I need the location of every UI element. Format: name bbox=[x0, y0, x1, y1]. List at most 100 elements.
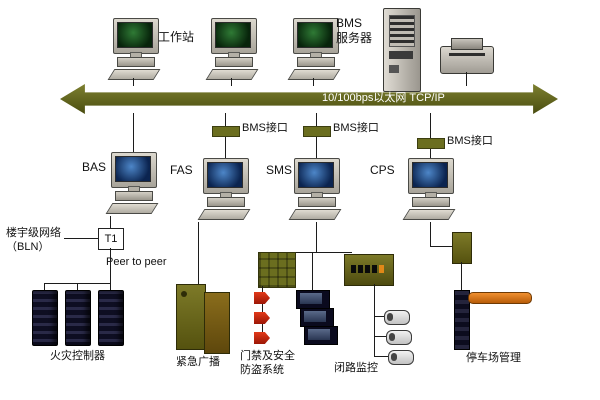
computer-base bbox=[115, 191, 153, 201]
printer-tray bbox=[451, 38, 483, 50]
knob bbox=[181, 291, 187, 297]
fire-controller-label: 火灾控制器 bbox=[50, 350, 105, 362]
monitor-icon bbox=[203, 158, 249, 194]
cctv-monitor-icon bbox=[296, 290, 330, 309]
cps-computer-icon bbox=[400, 158, 460, 222]
bln-network-label: 楼宇级网络 （BLN） bbox=[6, 227, 61, 253]
bms-interface-box bbox=[417, 138, 445, 149]
camera-lens bbox=[391, 353, 397, 361]
fas-label: FAS bbox=[170, 163, 193, 177]
monitor-icon bbox=[111, 152, 157, 188]
ethernet-bus-label: 10/100bps以太网 TCP/IP bbox=[322, 92, 445, 104]
monitor-icon bbox=[294, 158, 340, 194]
computer-base bbox=[207, 197, 245, 207]
connector-line bbox=[430, 246, 452, 247]
bms-interface-label: BMS接口 bbox=[447, 135, 493, 147]
bms-server-tower-icon bbox=[383, 8, 421, 92]
cps-label: CPS bbox=[370, 163, 395, 177]
screen bbox=[207, 162, 243, 188]
screen bbox=[308, 329, 330, 340]
connector-line bbox=[374, 316, 384, 317]
keyboard-icon bbox=[288, 209, 342, 220]
screen bbox=[300, 293, 322, 304]
screen bbox=[298, 162, 334, 188]
bms-interface-label: BMS接口 bbox=[333, 122, 379, 134]
connector-line bbox=[374, 336, 386, 337]
keyboard-icon bbox=[107, 69, 161, 80]
cctv-monitor-icon bbox=[304, 326, 338, 345]
bms-server-label: BMS 服务器 bbox=[336, 16, 373, 45]
parking-label: 停车场管理 bbox=[466, 352, 521, 364]
connector-line bbox=[231, 78, 232, 86]
connector-line bbox=[64, 238, 98, 239]
alarm-sensor-icon bbox=[254, 312, 270, 324]
fire-controller-cabinet-icon bbox=[32, 290, 58, 346]
connector-line bbox=[133, 113, 134, 153]
parking-gate-arm-icon bbox=[468, 292, 532, 304]
emergency-broadcast-label: 紧急广播 bbox=[176, 356, 220, 368]
connector-line bbox=[312, 252, 313, 290]
emergency-broadcast-unit-icon bbox=[204, 292, 230, 354]
parking-controller-icon bbox=[452, 232, 472, 264]
workstation-label: 工作站 bbox=[158, 30, 195, 44]
screen bbox=[412, 162, 448, 188]
connector-line bbox=[110, 283, 111, 290]
computer-base bbox=[215, 57, 253, 67]
video-switcher-icon bbox=[344, 254, 394, 286]
server-indicator bbox=[389, 65, 399, 73]
bas-computer-icon bbox=[103, 152, 163, 216]
sms-label: SMS bbox=[266, 163, 293, 177]
monitor-icon bbox=[113, 18, 159, 54]
cctv-monitor-icon bbox=[300, 308, 334, 327]
port bbox=[365, 265, 370, 273]
camera-icon bbox=[384, 310, 410, 325]
monitor-icon bbox=[211, 18, 257, 54]
monitor-icon bbox=[408, 158, 454, 194]
port bbox=[372, 265, 377, 273]
keyboard-icon bbox=[105, 203, 159, 214]
connector-line bbox=[110, 248, 111, 283]
workstation-computer-icon bbox=[285, 18, 345, 82]
screen bbox=[117, 22, 153, 48]
server-drive-slots bbox=[389, 15, 415, 47]
connector-line bbox=[430, 222, 431, 246]
bms-interface-box bbox=[303, 126, 331, 137]
fire-controller-cabinet-icon bbox=[65, 290, 91, 346]
parking-gate-post-icon bbox=[454, 290, 470, 350]
sms-computer-icon bbox=[286, 158, 346, 222]
keyboard-icon bbox=[287, 69, 341, 80]
keyboard-icon bbox=[402, 209, 456, 220]
port bbox=[379, 265, 384, 273]
connector-line bbox=[374, 356, 388, 357]
computer-base bbox=[117, 57, 155, 67]
camera-icon bbox=[388, 350, 414, 365]
connector-line bbox=[313, 78, 314, 86]
screen bbox=[215, 22, 251, 48]
connector-line bbox=[77, 283, 78, 290]
connector-line bbox=[374, 284, 375, 356]
peer-to-peer-label: Peer to peer bbox=[106, 256, 167, 268]
bms-interface-box bbox=[212, 126, 240, 137]
bms-interface-label: BMS接口 bbox=[242, 122, 288, 134]
ethernet-bus-arrow bbox=[60, 84, 558, 114]
server-bay bbox=[389, 51, 413, 59]
camera-lens bbox=[389, 333, 395, 341]
alarm-sensor-icon bbox=[254, 332, 270, 344]
connector-line bbox=[316, 222, 317, 252]
camera-icon bbox=[386, 330, 412, 345]
fire-controller-cabinet-icon bbox=[98, 290, 124, 346]
computer-base bbox=[412, 197, 450, 207]
access-control-panel-icon bbox=[258, 252, 296, 288]
keyboard-icon bbox=[205, 69, 259, 80]
port bbox=[351, 265, 356, 273]
emergency-broadcast-unit-icon bbox=[176, 284, 206, 350]
printer-icon bbox=[440, 38, 494, 74]
connector-line bbox=[430, 113, 431, 159]
connector-line bbox=[44, 283, 45, 290]
fas-computer-icon bbox=[195, 158, 255, 222]
connector-line bbox=[276, 252, 352, 253]
connector-line bbox=[466, 72, 467, 86]
computer-base bbox=[298, 197, 336, 207]
connector-line bbox=[133, 78, 134, 86]
